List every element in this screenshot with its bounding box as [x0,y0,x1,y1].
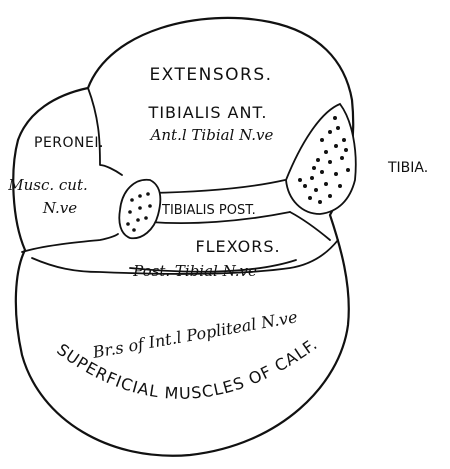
posterior-peroneal-septum [22,234,118,252]
fibula-bone [119,180,160,238]
label-tibialis-ant: TIBIALIS ANT. [148,103,268,122]
label-tibia: TIBIA. [387,160,428,176]
label-peronei: PERONEI. [34,135,104,151]
label-extensors: EXTENSORS. [149,65,272,85]
label-musc-cut: Musc. cut. [7,176,88,194]
interosseous-septum-upper [150,180,285,193]
label-musc-cut-nerve: N.ve [42,199,77,217]
label-flexors: FLEXORS. [195,237,280,256]
label-post-tibial-nerve: Post. Tibial N.ve [132,262,257,280]
label-tibialis-post: TIBIALIS POST. [161,203,256,218]
label-branches-int-popliteal: Br.s of Int.l Popliteal N.ve [90,307,299,362]
label-ant-tibial-nerve: Ant.l Tibial N.ve [149,126,274,144]
anterior-septum [88,88,122,175]
flexor-right-septum [290,212,330,240]
tibia-bone [286,104,356,214]
